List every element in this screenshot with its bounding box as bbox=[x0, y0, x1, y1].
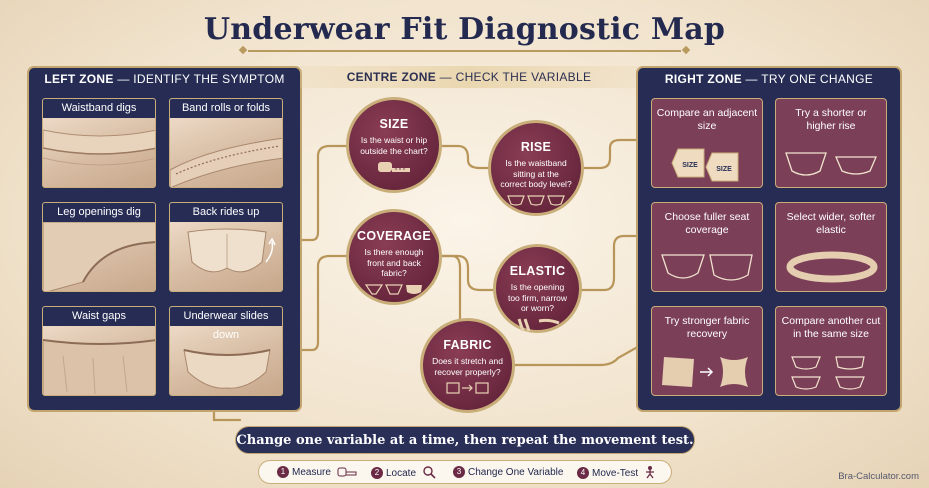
coverage-options-icon bbox=[364, 283, 422, 295]
symptom-label: Waistband digs bbox=[43, 99, 155, 118]
connector-rise-fix bbox=[581, 138, 652, 170]
symptom-label: Back rides up bbox=[170, 203, 282, 222]
step-label: Change One Variable bbox=[468, 467, 564, 478]
connector-size-rise bbox=[439, 144, 490, 170]
tape-measure-icon bbox=[337, 467, 357, 477]
connector-fabric-fix bbox=[511, 338, 652, 367]
connector-symptom-size bbox=[298, 144, 348, 242]
tape-measure-icon bbox=[378, 162, 410, 172]
variable-name: COVERAGE bbox=[357, 229, 431, 243]
fix-card[interactable]: Select wider, softer elastic bbox=[775, 202, 887, 292]
variable-question: Does it stretch and recover properly? bbox=[432, 356, 503, 377]
waistband-digs-illustration bbox=[43, 129, 155, 166]
symptom-label: Underwear slides down bbox=[170, 307, 282, 341]
step-number: 1 bbox=[277, 466, 289, 478]
slides-down-illustration bbox=[183, 349, 271, 389]
alternate-cuts-illustration bbox=[791, 356, 865, 390]
title-divider bbox=[248, 50, 681, 52]
variable-coverage-circle[interactable]: COVERAGE Is there enough front and back … bbox=[346, 209, 442, 305]
symptom-card[interactable]: Back rides up bbox=[169, 202, 283, 292]
fix-card[interactable]: Compare another cut in the same size bbox=[775, 306, 887, 396]
symptom-label: Band rolls or folds bbox=[170, 99, 282, 118]
variable-question: Is the waist or hip outside the chart? bbox=[360, 135, 428, 156]
symptom-label: Waist gaps bbox=[43, 307, 155, 326]
step-number: 4 bbox=[577, 467, 589, 479]
variable-name: ELASTIC bbox=[509, 264, 566, 278]
fix-label: Choose fuller seat coverage bbox=[664, 211, 750, 236]
size-tag-text: SIZE bbox=[716, 166, 732, 173]
centre-zone-name: CENTRE ZONE bbox=[346, 70, 437, 84]
variable-size-circle[interactable]: SIZE Is the waist or hip outside the cha… bbox=[346, 97, 442, 193]
symptom-card[interactable]: Underwear slides down bbox=[169, 306, 283, 396]
rise-options-icon bbox=[507, 194, 565, 206]
page-title: Underwear Fit Diagnostic Map bbox=[203, 12, 726, 47]
variable-fabric-circle[interactable]: FABRIC Does it stretch and recover prope… bbox=[420, 318, 515, 413]
fix-card[interactable]: Compare an adjacent size SIZE SIZE bbox=[651, 98, 763, 188]
site-credit: Bra-Calculator.com bbox=[838, 471, 919, 482]
symptom-card[interactable]: Waist gaps bbox=[42, 306, 156, 396]
symptom-card[interactable]: Leg openings dig bbox=[42, 202, 156, 292]
fix-label: Try stronger fabric recovery bbox=[664, 315, 750, 340]
band-rolls-illustration bbox=[170, 137, 282, 187]
step-number: 2 bbox=[371, 467, 383, 479]
variable-rise-circle[interactable]: RISE Is the waistband sitting at the cor… bbox=[488, 120, 584, 216]
variable-question: Is the opening too firm, narrow or worn? bbox=[507, 282, 568, 313]
fabric-stretch-icon bbox=[445, 382, 489, 394]
step-label: Locate bbox=[386, 468, 417, 479]
connector-elastic-fix bbox=[579, 234, 652, 292]
centre-zone-heading: CENTRE ZONE — CHECK THE VARIABLE bbox=[300, 66, 638, 88]
left-zone-heading: LEFT ZONE — IDENTIFY THE SYMPTOM bbox=[44, 72, 285, 86]
right-zone-heading: RIGHT ZONE — TRY ONE CHANGE bbox=[664, 72, 874, 86]
coverage-briefs-illustration bbox=[661, 254, 753, 281]
variable-name: FABRIC bbox=[443, 338, 492, 352]
fix-label: Try a shorter or higher rise bbox=[795, 107, 867, 132]
elastic-band-illustration bbox=[786, 251, 878, 283]
connector-lower-left bbox=[212, 410, 242, 422]
step-number: 3 bbox=[453, 466, 465, 478]
figure-icon bbox=[645, 466, 654, 479]
variable-question: Is there enough front and back fabric? bbox=[364, 247, 424, 278]
guidance-banner: Change one variable at a time, then repe… bbox=[235, 426, 695, 454]
fix-card[interactable]: Try a shorter or higher rise bbox=[775, 98, 887, 188]
centre-zone-subtitle: CHECK THE VARIABLE bbox=[455, 70, 592, 84]
connector-symptom-coverage bbox=[298, 254, 348, 352]
fix-label: Select wider, softer elastic bbox=[786, 211, 876, 236]
left-zone-subtitle: IDENTIFY THE SYMPTOM bbox=[133, 72, 285, 86]
rise-briefs-illustration bbox=[785, 152, 877, 176]
right-zone-subtitle: TRY ONE CHANGE bbox=[761, 72, 874, 86]
waist-gaps-illustration bbox=[43, 339, 155, 395]
size-tags-illustration: SIZE SIZE bbox=[671, 148, 739, 182]
symptom-card[interactable]: Waistband digs bbox=[42, 98, 156, 188]
back-rides-up-illustration bbox=[187, 228, 276, 273]
fix-label: Compare another cut in the same size bbox=[781, 315, 881, 340]
fix-label: Compare an adjacent size bbox=[656, 107, 758, 132]
variable-question: Is the waistband sitting at the correct … bbox=[500, 158, 572, 189]
variable-name: SIZE bbox=[379, 117, 409, 131]
elastic-bands-icon bbox=[517, 318, 560, 331]
step-label: Measure bbox=[292, 467, 331, 478]
right-zone-name: RIGHT ZONE bbox=[664, 72, 742, 86]
fabric-recovery-illustration bbox=[662, 357, 748, 387]
variable-elastic-circle[interactable]: ELASTIC Is the opening too firm, narrow … bbox=[493, 244, 582, 333]
connector-coverage-elastic bbox=[439, 254, 495, 292]
symptom-label: Leg openings dig bbox=[43, 203, 155, 222]
variable-name: RISE bbox=[520, 140, 552, 154]
fix-card[interactable]: Choose fuller seat coverage bbox=[651, 202, 763, 292]
fix-card[interactable]: Try stronger fabric recovery bbox=[651, 306, 763, 396]
left-zone-name: LEFT ZONE bbox=[44, 72, 114, 86]
leg-openings-illustration bbox=[43, 222, 155, 291]
magnifier-icon bbox=[423, 466, 436, 479]
step-label: Move-Test bbox=[592, 468, 639, 479]
size-tag-text: SIZE bbox=[682, 162, 698, 169]
symptom-card[interactable]: Band rolls or folds bbox=[169, 98, 283, 188]
